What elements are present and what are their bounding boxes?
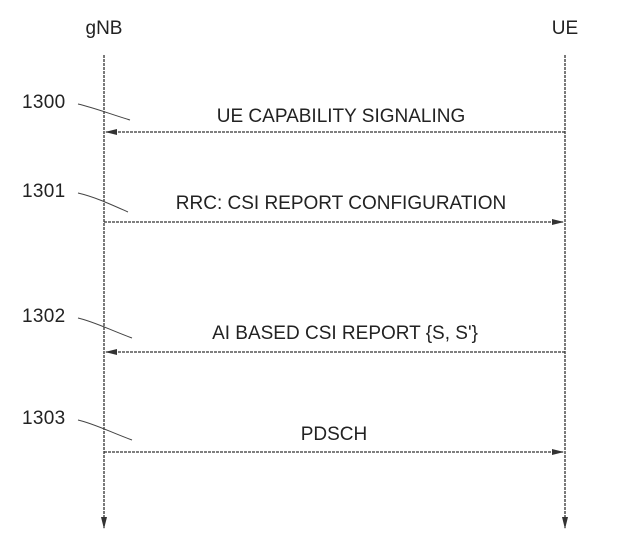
message-label-1303: PDSCH: [300, 424, 368, 445]
message-label-1301: RRC: CSI REPORT CONFIGURATION: [175, 193, 507, 214]
ref-1303: 1303: [22, 408, 66, 429]
gnb-label: gNB: [85, 18, 123, 39]
ref-1301: 1301: [22, 181, 66, 202]
ue-label: UE: [551, 18, 579, 39]
leader-1301: [77, 192, 129, 213]
message-label-1302: AI BASED CSI REPORT {S, S'}: [212, 323, 478, 344]
ref-1300: 1300: [22, 92, 66, 113]
message-label-1300: UE CAPABILITY SIGNALING: [216, 106, 466, 127]
leader-1303: [77, 419, 133, 441]
leader-1300: [77, 103, 131, 121]
leader-1302: [77, 317, 133, 339]
ref-1302: 1302: [22, 306, 66, 327]
